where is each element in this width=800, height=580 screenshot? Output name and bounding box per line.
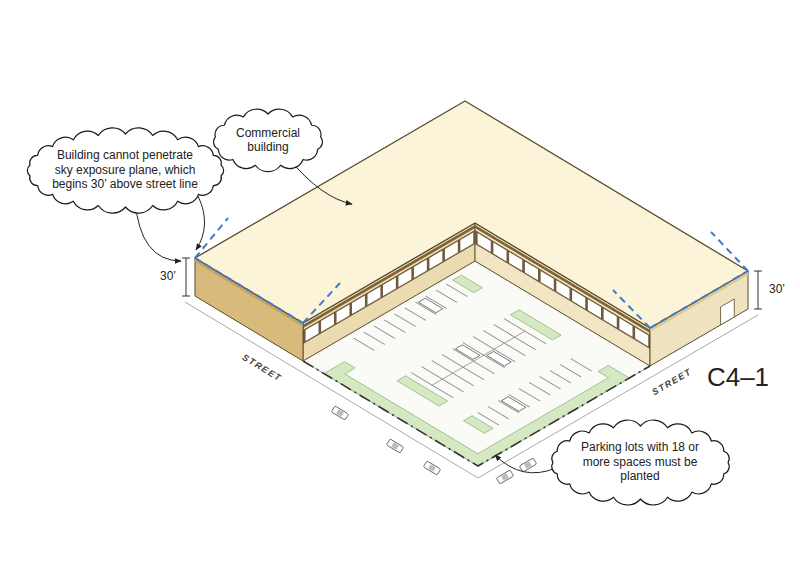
dimension-left <box>182 258 190 296</box>
stall-stripes <box>442 337 536 392</box>
callout-text: Commercial building <box>229 126 307 155</box>
plane-edge <box>650 271 748 328</box>
street-car <box>331 406 348 420</box>
leader-lines <box>135 160 556 473</box>
stall-divider <box>432 331 526 386</box>
sky-exposure-plane <box>195 218 748 328</box>
cloud-text-block: Commercial building <box>229 126 307 155</box>
callout-cloud: Building cannot penetrate sky exposure p… <box>22 127 229 214</box>
callout-text: Building cannot penetrate sky exposure p… <box>50 148 200 191</box>
stall-stripes <box>488 364 582 419</box>
plane-edge <box>195 218 228 258</box>
roof <box>195 101 748 328</box>
parked-car <box>418 298 442 313</box>
callout-cloud: Commercial building <box>208 107 328 173</box>
plane-edge <box>195 258 303 323</box>
cloud-shape <box>27 127 223 212</box>
street-label: STREET <box>650 366 694 397</box>
callout-cloud: Parking lots with 18 or more spaces must… <box>546 419 735 506</box>
plane-edge <box>613 290 650 328</box>
dimension-line <box>182 258 762 309</box>
parked-car <box>501 397 525 412</box>
parked-car <box>455 345 479 360</box>
plane-edge <box>711 232 748 271</box>
leader-line <box>290 160 352 204</box>
planted-island <box>463 416 493 434</box>
dimension-right <box>754 271 762 309</box>
district-label: C4–1 <box>707 363 769 393</box>
street-car <box>386 439 403 453</box>
dimension-label: 30’ <box>769 283 785 297</box>
door <box>721 299 735 325</box>
dimension-label: 30’ <box>160 270 176 284</box>
cloud-text-block: Parking lots with 18 or more spaces must… <box>573 440 708 483</box>
street-car <box>423 461 440 475</box>
leader-line <box>196 196 205 250</box>
cloud-text-block: Building cannot penetrate sky exposure p… <box>50 148 200 191</box>
street-car <box>519 458 536 472</box>
cloud-shape <box>214 109 323 172</box>
stall-stripes <box>421 325 515 380</box>
cloud-shape <box>551 420 728 505</box>
plane-edge <box>303 283 340 323</box>
leader-line <box>495 455 556 473</box>
street-car <box>496 470 513 484</box>
callout-text: Parking lots with 18 or more spaces must… <box>573 440 708 483</box>
parked-car <box>487 351 511 366</box>
